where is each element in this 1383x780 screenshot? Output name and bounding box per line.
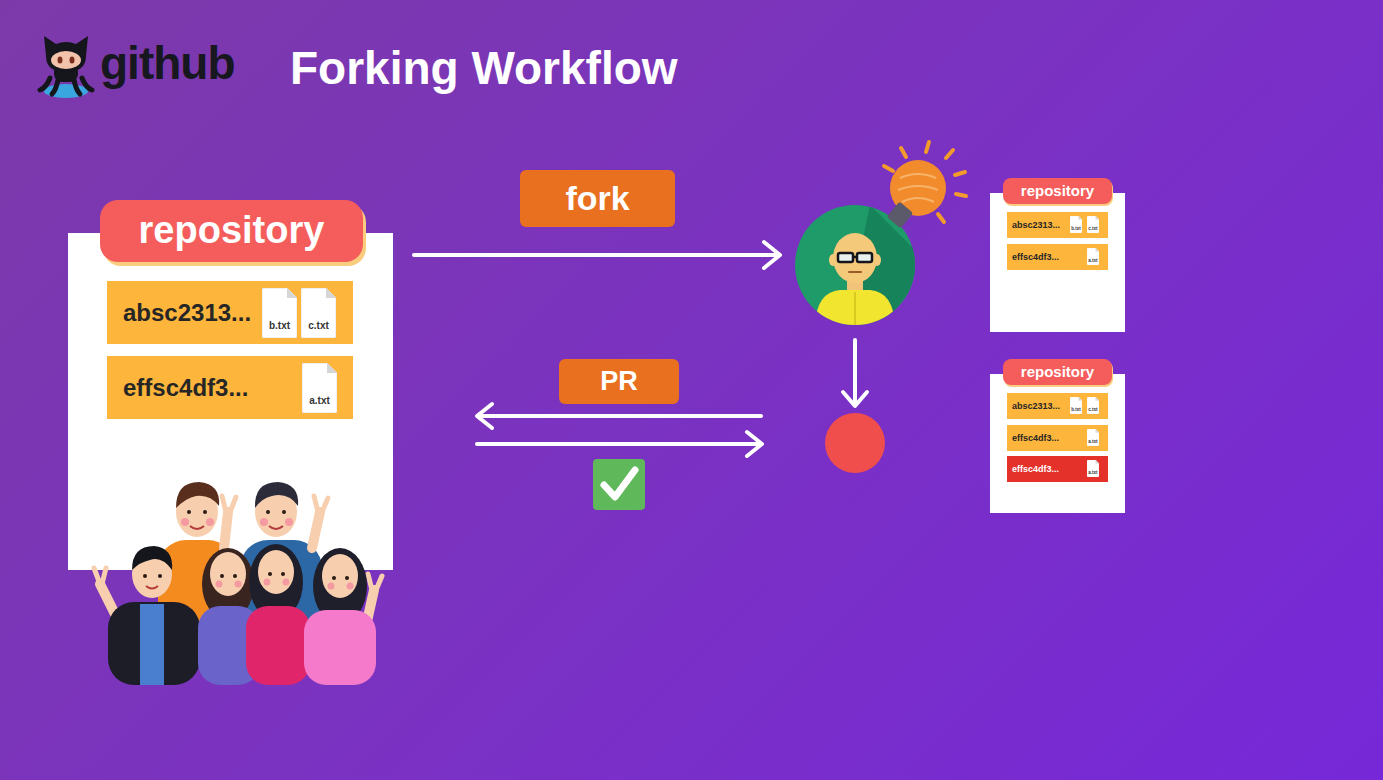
repository-heading: repository	[100, 200, 363, 262]
check-icon	[593, 459, 645, 510]
commit-row: effsc4df3... a.txt	[1007, 425, 1108, 451]
file-name: c.txt	[1088, 407, 1097, 412]
commit-row: absc2313... b.txt c.txt	[1007, 393, 1108, 419]
fork-arrow	[414, 242, 780, 268]
file-name: a.txt	[1088, 439, 1097, 444]
commit-hash: absc2313...	[1012, 220, 1060, 230]
change-dot	[825, 413, 885, 473]
octocat-logo	[40, 36, 92, 98]
action-tag: fork	[520, 170, 675, 227]
logo-wordmark: github	[100, 36, 235, 91]
file-icon: b.txt	[1070, 397, 1082, 414]
repository-card: repositoryabsc2313...b.txtc.txteffsc4df3…	[990, 374, 1125, 513]
down-arrow	[843, 340, 867, 406]
action-tag: PR	[559, 359, 679, 404]
commit-row: effsc4df3... a.txt	[107, 356, 353, 419]
file-icon: c.txt	[1087, 216, 1099, 233]
commit-hash: absc2313...	[123, 299, 251, 327]
commit-row: absc2313... b.txt c.txt	[107, 281, 353, 344]
commit-row: absc2313... b.txt c.txt	[1007, 212, 1108, 238]
file-name: a.txt	[1088, 258, 1097, 263]
file-icon: b.txt	[262, 288, 297, 338]
file-icon: a.txt	[302, 363, 337, 413]
people-illustration	[94, 482, 382, 685]
file-icon: b.txt	[1070, 216, 1082, 233]
file-name: c.txt	[308, 320, 329, 332]
file-name: a.txt	[309, 395, 330, 407]
repository-card: repositoryabsc2313...b.txtc.txteffsc4df3…	[990, 193, 1125, 332]
file-name: a.txt	[1088, 470, 1097, 475]
action-label: PR	[600, 366, 638, 397]
commit-hash: effsc4df3...	[1012, 464, 1059, 474]
label-box: github	[100, 36, 235, 91]
commit-hash: absc2313...	[1012, 401, 1060, 411]
action-label: fork	[565, 179, 629, 218]
file-icon: a.txt	[1087, 248, 1099, 265]
repository-heading: repository	[1003, 359, 1112, 385]
repository-card: repositoryabsc2313...b.txtc.txteffsc4df3…	[68, 233, 393, 570]
title: Forking Workflow	[290, 40, 678, 96]
title-box: Forking Workflow	[290, 40, 678, 96]
file-name: b.txt	[1071, 407, 1081, 412]
developer-avatar	[795, 205, 930, 330]
file-icon: c.txt	[301, 288, 336, 338]
commit-hash: effsc4df3...	[123, 374, 248, 402]
lightbulb-icon	[884, 142, 966, 228]
repository-heading: repository	[1003, 178, 1112, 204]
file-icon: a.txt	[1087, 460, 1099, 477]
file-icon: a.txt	[1087, 429, 1099, 446]
file-icon: c.txt	[1087, 397, 1099, 414]
pr-arrows	[477, 404, 762, 456]
commit-hash: effsc4df3...	[1012, 252, 1059, 262]
file-name: b.txt	[1071, 226, 1081, 231]
file-name: c.txt	[1088, 226, 1097, 231]
file-name: b.txt	[269, 320, 290, 332]
commit-hash: effsc4df3...	[1012, 433, 1059, 443]
new-commit-row: effsc4df3... a.txt	[1007, 456, 1108, 482]
commit-row: effsc4df3... a.txt	[1007, 244, 1108, 270]
repository-card	[68, 233, 393, 570]
